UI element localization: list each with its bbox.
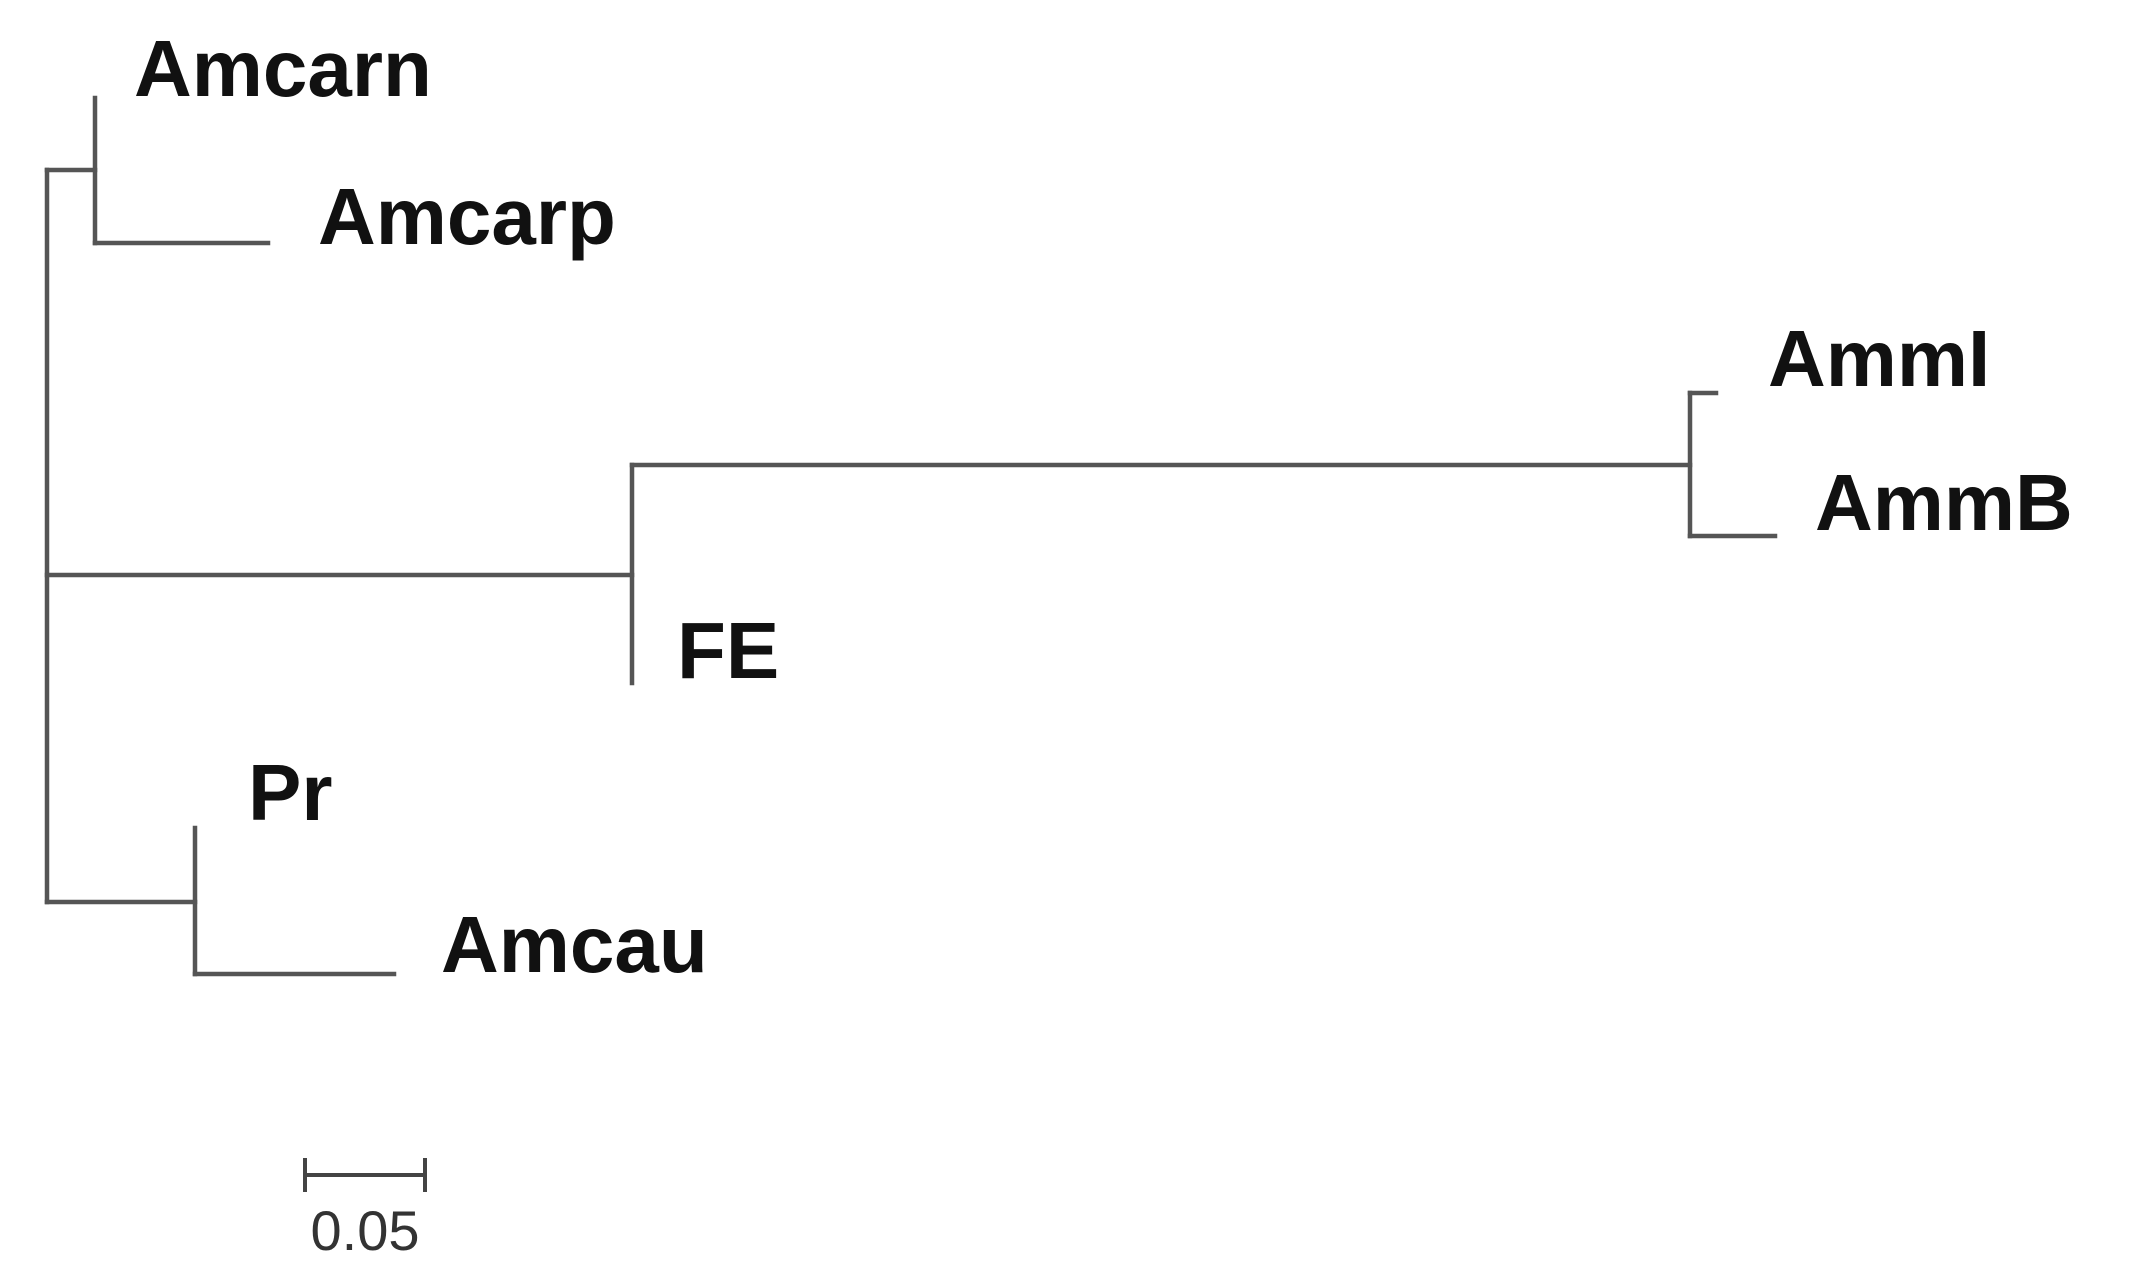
taxon-label-ammb: AmmB (1815, 458, 2073, 547)
scale-bar: 0.05 (303, 1158, 427, 1262)
taxon-label-fe: FE (677, 606, 779, 695)
taxon-label-pr: Pr (248, 748, 333, 837)
taxon-label-amcarn: Amcarn (134, 24, 432, 113)
taxon-label-amcarp: Amcarp (318, 172, 616, 261)
scale-bar-label: 0.05 (311, 1199, 420, 1262)
taxon-label-amcau: Amcau (441, 900, 708, 989)
taxon-label-amml: AmmI (1768, 314, 1990, 403)
